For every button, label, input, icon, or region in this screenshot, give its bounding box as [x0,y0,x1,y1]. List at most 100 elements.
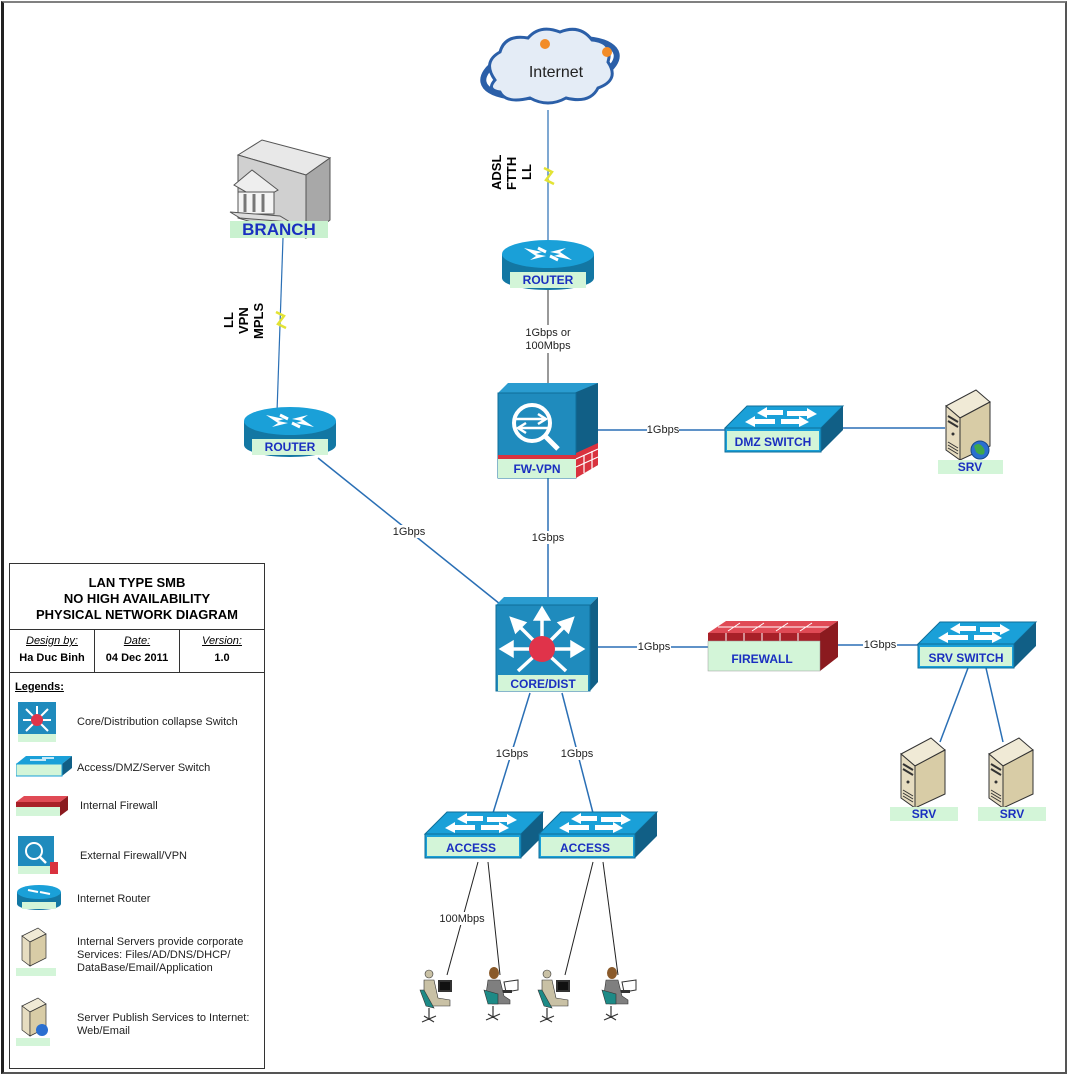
firewall-label: FIREWALL [731,652,792,666]
branch-label: BRANCH [242,220,316,239]
date-caption: Date: [123,635,151,647]
access2-pc2-link [602,861,619,976]
design-by-cell: Design by: Ha Duc Binh [10,630,95,672]
server-2-label: SRV [1000,807,1024,821]
dmz-switch[interactable]: DMZ SWITCH [724,405,844,453]
switch-icon [16,756,72,777]
legend-text: Internal Firewall [80,800,158,812]
user-male-icon [419,969,453,1023]
branch-core-speed: 1Gbps [393,526,426,538]
wan-label-adsl: ADSL [489,155,504,190]
router-branch-label: ROUTER [265,440,316,454]
legend-item: Core/Distribution collapse Switch [10,700,264,744]
design-by-value: Ha Duc Binh [19,652,85,664]
router-fw-speed-2: 100Mbps [525,340,571,352]
firewall-bricks-icon [718,622,830,632]
user-workstation-2[interactable] [483,966,519,1021]
legend-text: Core/Distribution collapse Switch [77,716,238,728]
orbit-node-icon [540,39,550,49]
server-icon [900,737,946,809]
legend-text: Access/DMZ/Server Switch [77,762,211,774]
links [275,110,1004,976]
cloud-icon [488,27,614,105]
fw-vpn-label: FW-VPN [513,462,560,476]
user-workstation-3[interactable] [537,969,571,1023]
dmz-switch-label: DMZ SWITCH [735,435,812,449]
wan-lightning-icon [543,166,555,186]
legend-text: External Firewall/VPN [80,850,187,862]
legend-item: Internet Router [10,884,264,914]
server-1[interactable]: SRV [890,737,958,821]
core-dist-label: CORE/DIST [510,677,576,691]
orbit-node-icon [602,47,612,57]
router-branch[interactable]: ROUTER [242,405,338,459]
fw-vpn[interactable]: FW-VPN [497,383,599,479]
web-server-icon [16,997,50,1046]
core-node-icon [529,636,555,662]
srvswitch-srv2-link [985,667,1004,743]
legend-item: Internal Servers provide corporate Servi… [10,926,264,982]
branch-label-ll: LL [221,312,236,328]
version-caption: Version: [202,635,242,647]
fw-dmz-speed: 1Gbps [647,424,680,436]
core-firewall-speed: 1Gbps [638,641,671,653]
link-labels: ADSL FTTH LL LL VPN MPLS 1Gbps or 100Mbp… [221,155,897,925]
legends-heading: Legends: [15,681,64,693]
user-female-icon [601,966,637,1021]
legend-text: Internet Router [77,893,151,905]
server-1-label: SRV [912,807,936,821]
diagram-title: LAN TYPE SMB NO HIGH AVAILABILITY PHYSIC… [10,564,264,630]
router-fw-speed-1: 1Gbps or [525,327,571,339]
branch-label-vpn: VPN [236,307,251,334]
wan-label-ll: LL [519,164,534,180]
router-internet[interactable]: ROUTER [500,238,596,292]
legend-text: Internal Servers provide corporate Servi… [77,936,244,974]
dmz-server[interactable]: SRV [938,389,1003,474]
server-2[interactable]: SRV [978,737,1046,821]
access1-pc2-link [487,861,501,976]
access-switch-1[interactable]: ACCESS [424,811,544,859]
legend-item: Access/DMZ/Server Switch [10,754,264,784]
branch-lightning-icon [275,310,287,330]
title-line-2: NO HIGH AVAILABILITY [63,591,211,606]
router-icon [17,885,61,910]
core-dist-switch[interactable]: CORE/DIST [495,597,598,692]
version-cell: Version: 1.0 [180,630,264,672]
srvswitch-srv1-link [939,667,969,743]
magnifier-icon [512,403,552,443]
access-switch-2[interactable]: ACCESS [538,811,658,859]
branch-building[interactable]: BRANCH [229,139,332,239]
internet-cloud[interactable]: Internet [478,27,622,107]
legend-text: Server Publish Services to Internet: Web… [77,1012,250,1037]
user-workstation-1[interactable] [419,969,453,1023]
srv-switch-label: SRV SWITCH [928,651,1003,665]
router-internet-label: ROUTER [523,273,574,287]
wan-label-ftth: FTTH [504,157,519,190]
access-pc-speed: 100Mbps [439,913,485,925]
legend-item: External Firewall/VPN [10,834,264,876]
core-access1-speed: 1Gbps [496,748,529,760]
fw-vpn-icon [18,836,58,874]
fw-core-speed: 1Gbps [532,532,565,544]
legend-item: Server Publish Services to Internet: Web… [10,996,264,1052]
date-cell: Date: 04 Dec 2011 [95,630,180,672]
user-workstation-4[interactable] [601,966,637,1021]
server-icon [988,737,1034,809]
version-value: 1.0 [214,652,230,664]
server-icon [16,927,56,976]
core-switch-icon [18,702,56,742]
title-line-3: PHYSICAL NETWORK DIAGRAM [36,607,238,622]
design-by-caption: Design by: [26,635,78,647]
firewall-icon [16,796,68,816]
internal-firewall[interactable]: FIREWALL [707,621,838,672]
title-line-1: LAN TYPE SMB [88,575,186,590]
access2-pc1-link [564,861,594,976]
access-switch-1-label: ACCESS [446,841,496,855]
core-access2-speed: 1Gbps [561,748,594,760]
date-value: 04 Dec 2011 [105,652,169,664]
srv-switch[interactable]: SRV SWITCH [917,621,1037,669]
internet-label: Internet [529,64,584,81]
branch-label-mpls: MPLS [251,303,266,339]
